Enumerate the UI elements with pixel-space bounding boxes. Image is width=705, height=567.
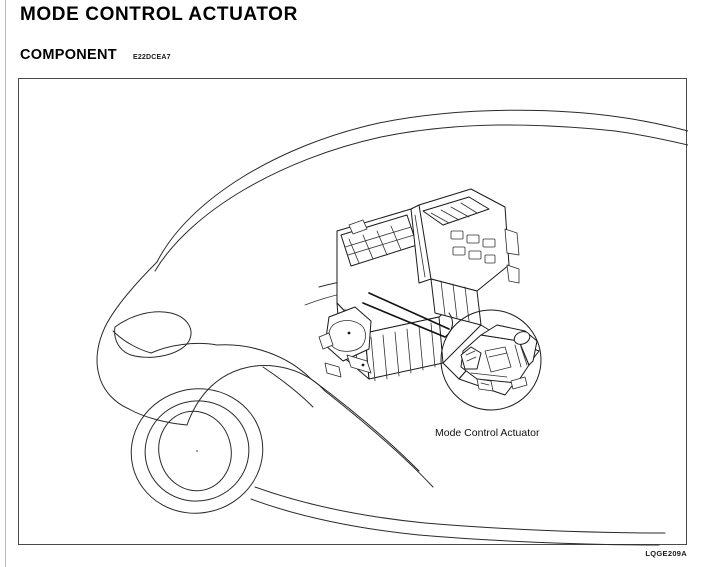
detail-circle-icon	[440, 309, 542, 411]
vent-ports	[450, 230, 496, 264]
air-filter-grate	[344, 225, 415, 264]
section-code: E22DCEA7	[132, 54, 171, 61]
blower-intake-grate	[430, 202, 478, 224]
section-heading-row: COMPONENT E22DCEA7	[20, 47, 171, 63]
mode-control-actuator-on-unit	[318, 306, 372, 378]
component-illustration: Mode Control Actuator	[96, 109, 688, 546]
callout-label: Mode Control Actuator	[435, 427, 540, 439]
figure-id: LQGE209A	[645, 549, 687, 558]
illustration-frame: Mode Control Actuator	[18, 78, 688, 546]
section-heading: COMPONENT	[20, 47, 117, 63]
page-margin-rule	[5, 0, 6, 567]
leader-line-icon	[362, 292, 453, 338]
actuator-detail-drawing	[460, 324, 538, 392]
vehicle-body-outline	[96, 109, 688, 546]
page-title: MODE CONTROL ACTUATOR	[20, 4, 298, 25]
